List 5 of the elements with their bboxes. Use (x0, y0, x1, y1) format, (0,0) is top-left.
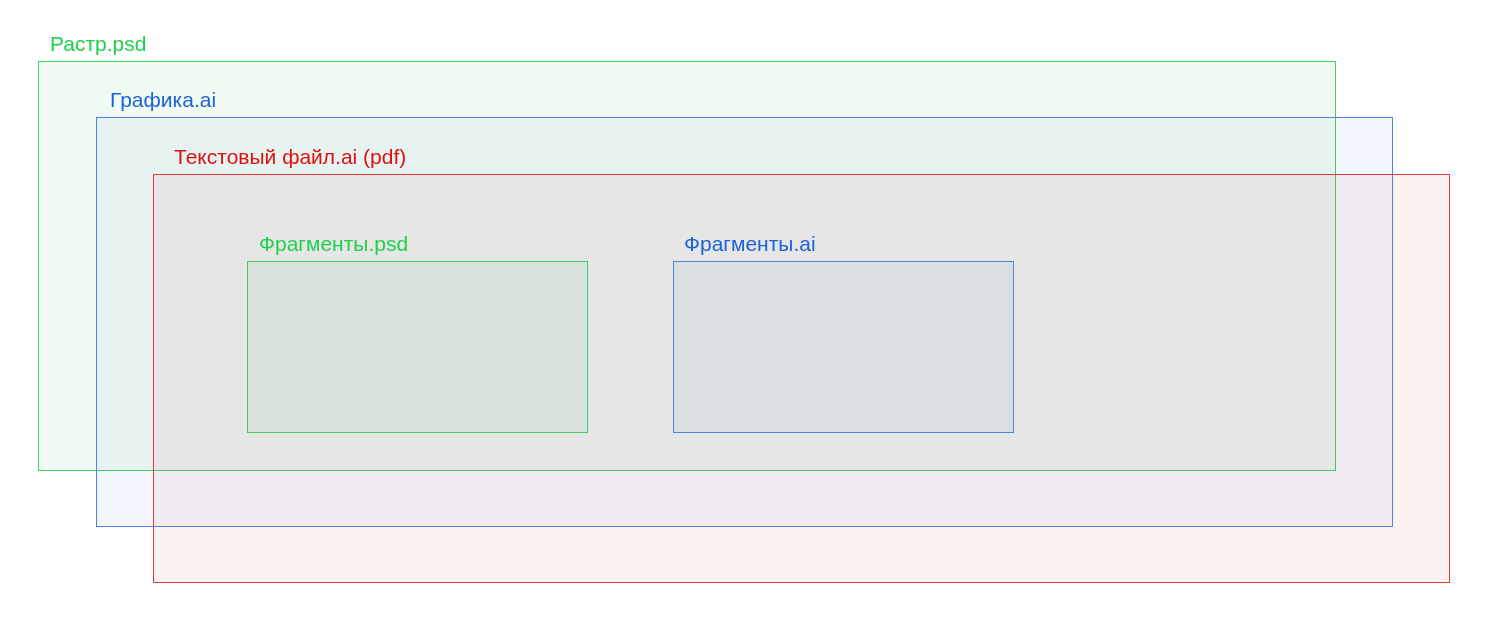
file-name-label: Фрагменты.psd (259, 231, 409, 256)
file-name-label: Графика.ai (110, 87, 217, 112)
file-name-label: Растр.psd (50, 31, 147, 56)
file-name-label: Фрагменты.ai (684, 231, 816, 256)
file-name-label: Текстовый файл.ai (pdf) (174, 144, 407, 169)
